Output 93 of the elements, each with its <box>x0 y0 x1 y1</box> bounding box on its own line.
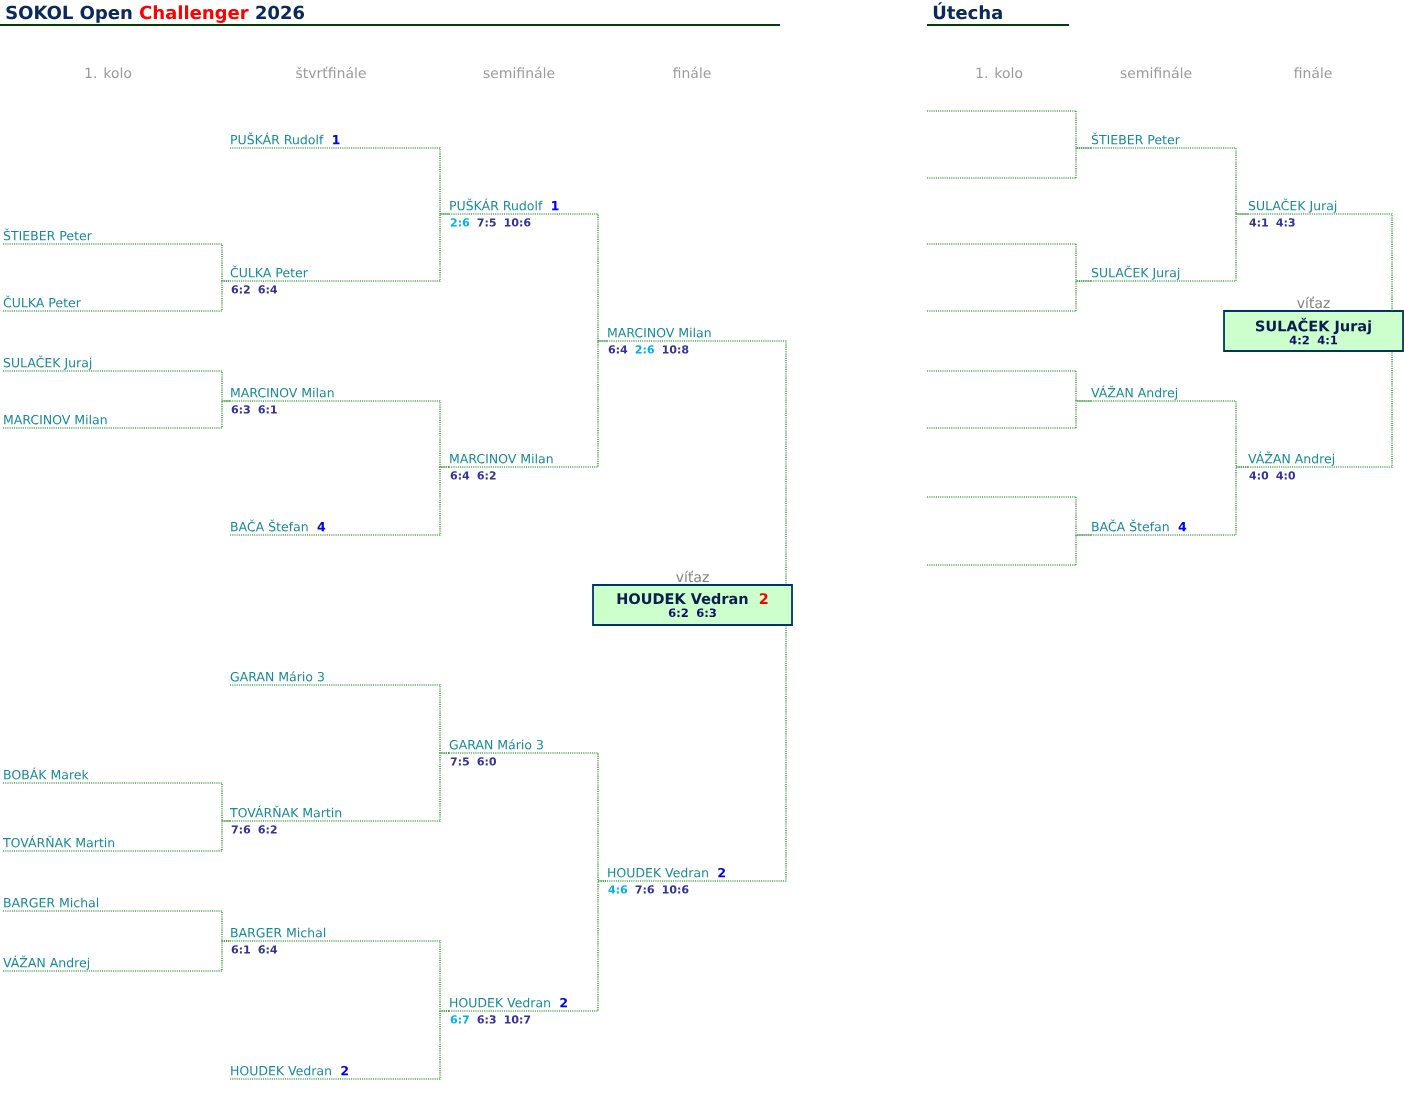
round-heading: štvrťfinále <box>296 66 366 79</box>
winner-box: HOUDEK Vedran 2 6:2 6:3 <box>592 584 793 626</box>
set-score: 2:6 7:5 10:6 <box>450 218 531 227</box>
box-heading: víťaz <box>676 570 709 583</box>
round-heading: finále <box>672 66 711 79</box>
set-score: 6:4 6:2 <box>450 471 496 480</box>
bracket-line <box>1247 350 1393 468</box>
set-score: 4:0 4:0 <box>1249 471 1296 480</box>
blank-slot-line <box>926 310 1077 312</box>
player-name: BARGER Michal <box>4 897 99 908</box>
blank-slot-line <box>926 243 1077 245</box>
set-score: 6:4 2:6 10:8 <box>608 345 689 354</box>
player-name: VÁŽAN Andrej <box>3 955 89 970</box>
box-heading: víťaz <box>1297 296 1330 309</box>
node-label: HOUDEK Vedran 2 <box>617 592 768 605</box>
player-name: ČULKA Peter <box>3 295 81 308</box>
player-name: SULAČEK Juraj <box>3 355 92 370</box>
round-heading: 1. kolo <box>85 67 132 79</box>
bracket-line <box>229 466 450 536</box>
bracket-line <box>1075 534 1092 566</box>
player-name: HOUDEK Vedran 2 <box>231 1065 348 1076</box>
bracket-line <box>2 782 231 822</box>
blank-slot-line <box>926 370 1077 372</box>
player-name: MARCINOV Milan <box>4 414 107 425</box>
player-name: GARAN Mário 3 <box>230 671 324 682</box>
bracket-line <box>2 280 231 312</box>
blank-slot-line <box>926 427 1077 429</box>
bracket-line <box>2 940 231 972</box>
blank-slot-line <box>926 564 1077 566</box>
bracket-line <box>2 820 231 852</box>
player-name: BOBÁK Marek <box>4 767 89 780</box>
bracket-line <box>1090 466 1249 536</box>
round-heading: 1. kolo <box>976 67 1023 79</box>
bracket-title: SOKOL Open Challenger 2026 <box>6 5 305 23</box>
player-name: HOUDEK Vedran 2 <box>450 997 567 1008</box>
bracket-line <box>1090 147 1249 215</box>
player-name: VÁŽAN Andrej <box>1248 451 1335 466</box>
player-name: MARCINOV Milan <box>231 387 334 398</box>
blank-slot-line <box>926 110 1077 112</box>
player-name: ŠTIEBER Peter <box>1091 132 1180 145</box>
player-name: BARGER Michal <box>231 927 326 938</box>
node-label: 6:2 6:3 <box>668 608 716 618</box>
player-name: BAČA Štefan 4 <box>231 519 326 532</box>
bracket-title: Útecha <box>933 2 1002 20</box>
bracket-line <box>229 1010 450 1080</box>
bracket-line <box>1247 213 1393 312</box>
player-name: ČULKA Peter <box>230 265 308 278</box>
set-score: 6:1 6:4 <box>231 945 278 954</box>
bracket-line <box>2 400 231 429</box>
player-name: GARAN Mário 3 <box>449 739 543 750</box>
player-name: TOVÁRŇAK Martin <box>2 835 115 848</box>
blank-slot-line <box>926 177 1077 179</box>
bracket-line <box>448 213 608 342</box>
bracket-line <box>1075 280 1092 312</box>
set-score: 6:2 6:4 <box>231 285 278 294</box>
player-name: MARCINOV Milan <box>608 327 711 338</box>
player-name: VÁŽAN Andrej <box>1091 385 1177 400</box>
set-score: 7:6 6:2 <box>231 825 277 834</box>
bracket-line <box>229 213 450 282</box>
bracket-line <box>606 340 787 586</box>
set-score: 6:3 6:1 <box>231 405 277 414</box>
player-name: BAČA Štefan 4 <box>1092 519 1187 532</box>
set-score: 4:6 7:6 10:6 <box>608 885 689 894</box>
round-heading: semifinále <box>483 66 555 79</box>
bracket-line <box>448 340 608 468</box>
bracket-line <box>1075 147 1092 179</box>
blank-slot-line <box>926 496 1077 498</box>
player-name: ŠTIEBER Peter <box>3 228 92 241</box>
player-name: PUŠKÁR Rudolf 1 <box>231 132 340 145</box>
winner-box: SULAČEK Juraj 4:2 4:1 <box>1223 310 1404 352</box>
bracket-line <box>1075 370 1092 402</box>
player-name: SULAČEK Juraj <box>1091 265 1180 280</box>
player-name: TOVÁRŇAK Martin <box>229 805 342 818</box>
set-score: 7:5 6:0 <box>450 757 496 766</box>
set-score: 6:7 6:3 10:7 <box>450 1015 531 1024</box>
player-name: PUŠKÁR Rudolf 1 <box>450 198 559 211</box>
bracket-line <box>1075 400 1092 429</box>
bracket-line <box>1090 400 1249 468</box>
player-name: MARCINOV Milan <box>450 453 553 464</box>
set-score: 4:1 4:3 <box>1249 218 1295 227</box>
bracket-line <box>229 752 450 822</box>
bracket-line <box>2 370 231 402</box>
round-heading: semifinále <box>1120 66 1192 79</box>
player-name: SULAČEK Juraj <box>1248 198 1337 213</box>
bracket-line <box>1075 110 1092 149</box>
player-name: HOUDEK Vedran 2 <box>608 867 725 878</box>
bracket-line <box>229 147 450 215</box>
bracket-line <box>1075 496 1092 536</box>
bracket-line <box>1075 243 1092 282</box>
round-heading: finále <box>1293 66 1332 79</box>
bracket-line <box>1090 213 1249 282</box>
bracket-line <box>448 880 608 1012</box>
bracket-line <box>606 624 787 882</box>
